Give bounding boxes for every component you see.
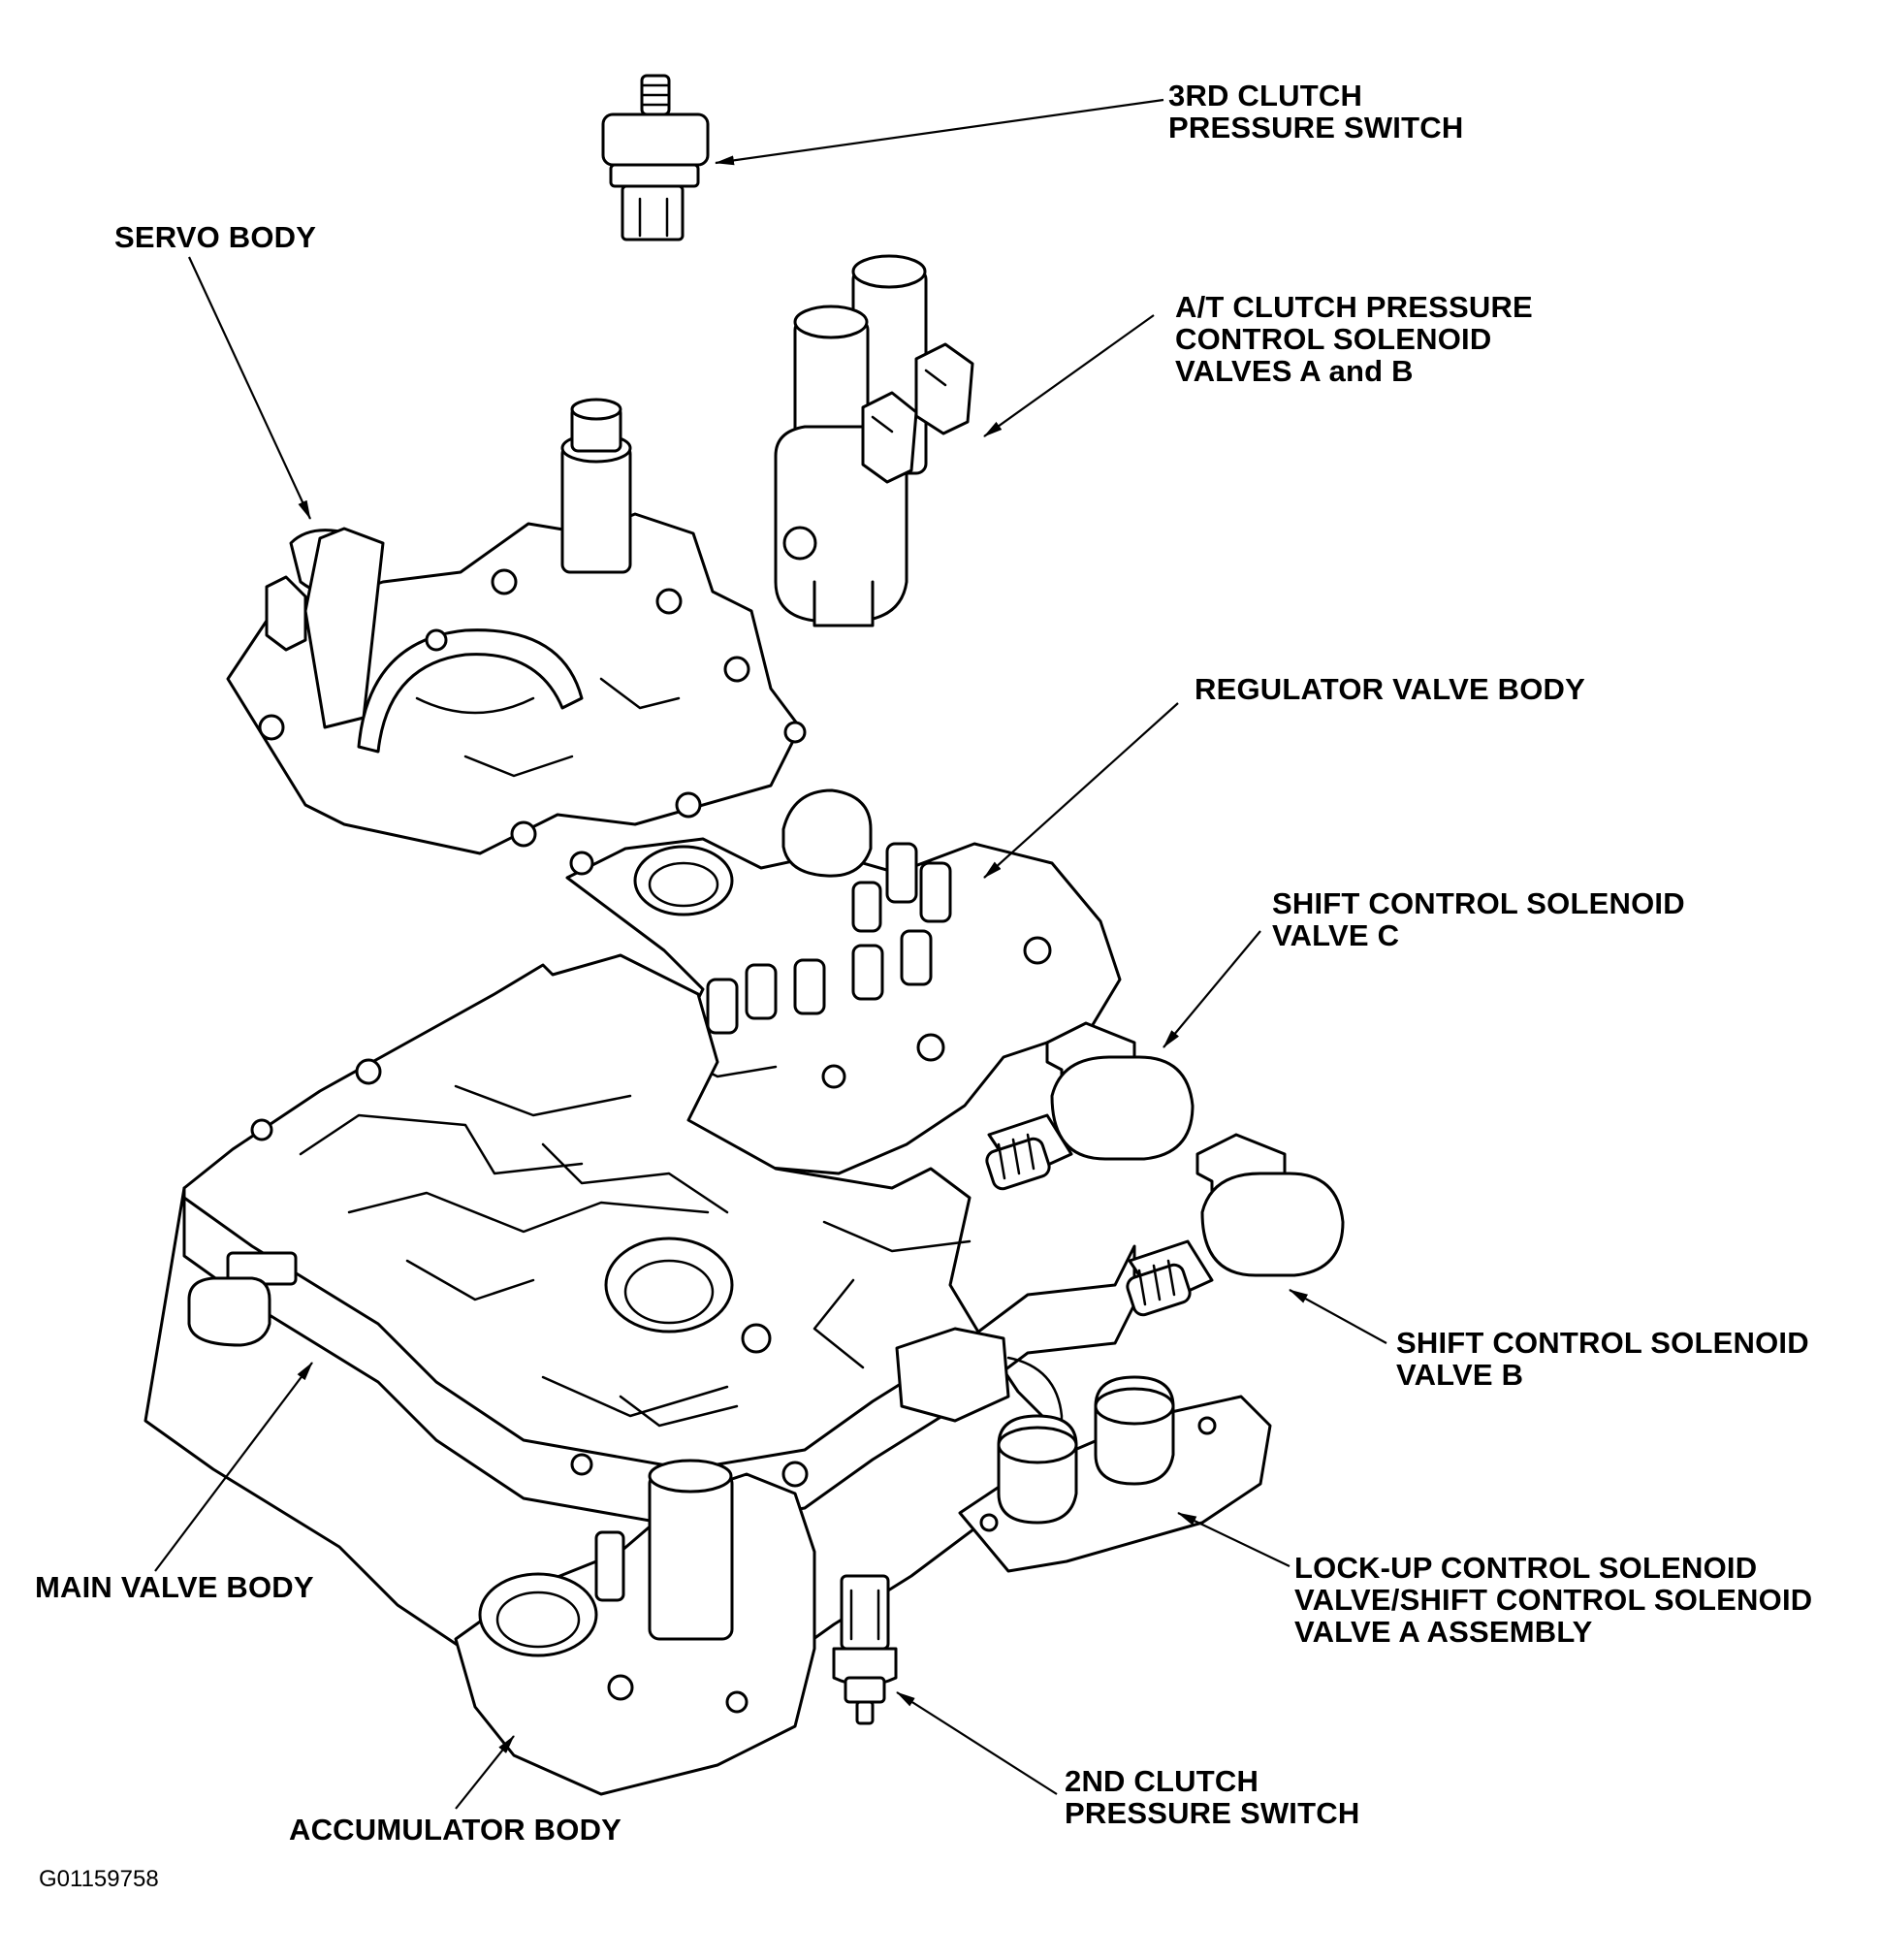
leader-2nd-clutch — [896, 1691, 1058, 1795]
leader-at-solenoids — [983, 314, 1155, 437]
label-line: SHIFT CONTROL SOLENOID — [1396, 1326, 1809, 1360]
leader-main-valve-body — [154, 1362, 313, 1572]
label-line: CONTROL SOLENOID — [1175, 322, 1492, 356]
servo-body — [226, 398, 807, 855]
label-line: 3RD CLUTCH — [1168, 79, 1363, 112]
label-line: SERVO BODY — [114, 220, 317, 254]
label-line: A/T CLUTCH PRESSURE — [1175, 290, 1533, 324]
figure-id: G01159758 — [39, 1866, 159, 1892]
third-clutch-pressure-switch — [601, 74, 710, 241]
regulator-valve-body — [565, 788, 1122, 1175]
label-at-clutch-solenoid-valves: A/T CLUTCH PRESSURE CONTROL SOLENOID VAL… — [1175, 291, 1533, 387]
label-line: REGULATOR VALVE BODY — [1195, 672, 1586, 706]
accumulator-body — [454, 1459, 816, 1796]
shift-control-solenoid-valve-c — [985, 1021, 1195, 1191]
label-line: VALVE B — [1396, 1358, 1524, 1392]
label-line: SHIFT CONTROL SOLENOID — [1272, 886, 1685, 920]
label-lockup-solenoid-assembly: LOCK-UP CONTROL SOLENOID VALVE/SHIFT CON… — [1294, 1552, 1812, 1648]
shift-control-solenoid-valve-b — [1126, 1133, 1345, 1317]
label-line: VALVE A ASSEMBLY — [1294, 1615, 1593, 1649]
second-clutch-pressure-switch — [832, 1574, 898, 1725]
label-line: VALVES A and B — [1175, 354, 1414, 388]
label-line: 2ND CLUTCH — [1065, 1764, 1259, 1798]
leader-solenoid-b — [1289, 1289, 1387, 1344]
leader-accumulator — [455, 1735, 515, 1810]
label-line: ACCUMULATOR BODY — [289, 1813, 622, 1847]
leader-regulator — [983, 702, 1179, 879]
label-accumulator-body: ACCUMULATOR BODY — [289, 1814, 621, 1846]
label-line: VALVE/SHIFT CONTROL SOLENOID — [1294, 1583, 1813, 1617]
label-main-valve-body: MAIN VALVE BODY — [35, 1571, 314, 1603]
label-3rd-clutch-pressure-switch: 3RD CLUTCH PRESSURE SWITCH — [1168, 80, 1463, 144]
label-shift-control-solenoid-c: SHIFT CONTROL SOLENOID VALVE C — [1272, 887, 1685, 951]
main-valve-body — [143, 953, 1136, 1694]
lockup-solenoid-assembly — [958, 1375, 1272, 1573]
leader-solenoid-c — [1163, 930, 1261, 1048]
label-shift-control-solenoid-b: SHIFT CONTROL SOLENOID VALVE B — [1396, 1327, 1809, 1391]
label-line: LOCK-UP CONTROL SOLENOID — [1294, 1551, 1758, 1585]
label-line: PRESSURE SWITCH — [1168, 111, 1464, 145]
at-clutch-solenoid-valves — [774, 254, 974, 627]
label-2nd-clutch-pressure-switch: 2ND CLUTCH PRESSURE SWITCH — [1065, 1765, 1359, 1829]
label-line: VALVE C — [1272, 918, 1400, 952]
label-line: PRESSURE SWITCH — [1065, 1796, 1360, 1830]
leader-lockup — [1177, 1512, 1291, 1567]
label-line: MAIN VALVE BODY — [35, 1570, 314, 1604]
label-regulator-valve-body: REGULATOR VALVE BODY — [1195, 673, 1585, 705]
leader-3rd-clutch — [715, 98, 1164, 166]
leader-servo-body — [188, 256, 311, 520]
label-servo-body: SERVO BODY — [114, 221, 316, 253]
